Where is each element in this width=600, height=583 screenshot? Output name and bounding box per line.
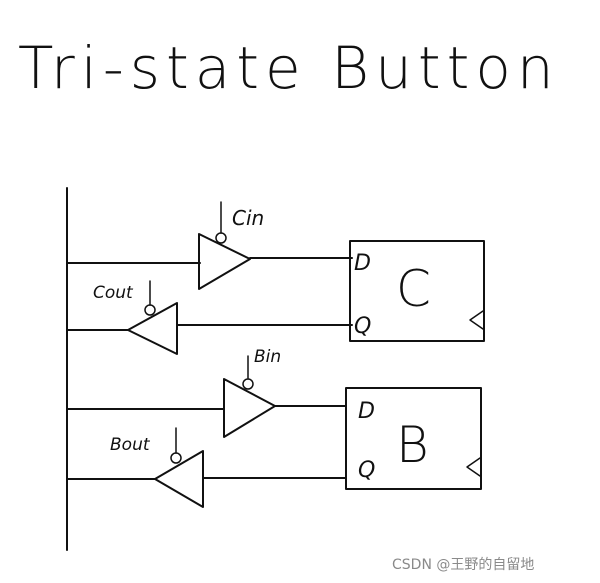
bout-enable-bubble xyxy=(170,452,182,464)
register-b-pin-q: Q xyxy=(358,458,375,483)
watermark: CSDN @王野的自留地 xyxy=(392,557,534,573)
cin-label: Cin xyxy=(232,206,264,230)
buffer-bin: Bin xyxy=(66,347,347,438)
cout-triangle xyxy=(127,302,178,355)
register-c-name: C xyxy=(396,260,431,318)
register-b: D Q B xyxy=(345,387,482,490)
buffer-bout: Bout xyxy=(66,427,347,508)
bout-label: Bout xyxy=(110,435,151,455)
buffer-cin: Cin xyxy=(66,201,353,290)
buffer-cout: Cout xyxy=(66,280,353,355)
register-c-clock-marker xyxy=(469,310,484,330)
cout-enable-bubble xyxy=(144,304,156,316)
bin-label: Bin xyxy=(254,347,281,367)
register-c: D Q C xyxy=(349,240,485,342)
register-b-pin-d: D xyxy=(358,399,375,424)
cin-triangle xyxy=(198,233,251,290)
cin-enable-bubble xyxy=(215,232,227,244)
register-c-pin-q: Q xyxy=(354,314,371,339)
register-c-box xyxy=(349,240,485,342)
bin-enable-bubble xyxy=(242,378,254,390)
bin-triangle xyxy=(223,378,276,438)
register-b-box xyxy=(345,387,482,490)
diagram-title: Tri-state Button xyxy=(18,34,560,102)
cout-label: Cout xyxy=(93,283,134,303)
bout-triangle xyxy=(154,450,204,508)
register-c-pin-d: D xyxy=(354,251,371,276)
register-b-clock-marker xyxy=(466,457,481,477)
register-b-name: B xyxy=(396,416,429,474)
